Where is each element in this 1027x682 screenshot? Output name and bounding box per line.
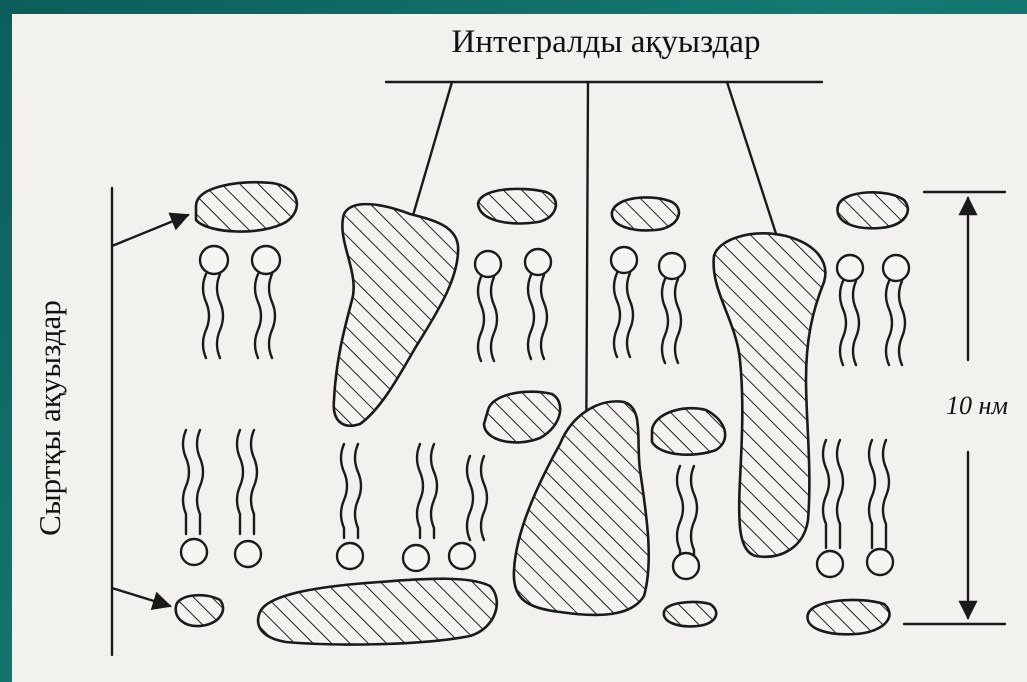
phospholipid-top — [883, 255, 909, 365]
phospholipid-top — [837, 255, 863, 365]
phospholipid-top — [611, 247, 637, 357]
peripheral-protein — [258, 579, 497, 645]
peripheral-protein — [664, 602, 716, 626]
peripheral-arrow-bottom — [112, 588, 170, 606]
thickness-label: 10 нм — [946, 391, 1008, 420]
phospholipid-top — [525, 249, 551, 359]
peripheral-protein — [837, 192, 907, 228]
peripheral-protein — [478, 189, 556, 224]
phospholipid-bottom — [403, 444, 437, 571]
peripheral-proteins-label: Сыртқы ақуыздар — [32, 300, 67, 536]
integral-proteins-label: Интегралды ақуыздар — [452, 24, 761, 60]
phospholipid-bottom — [867, 440, 893, 575]
phospholipid-bottom — [181, 430, 207, 565]
peripheral-protein — [612, 197, 679, 230]
peripheral-protein — [652, 408, 725, 454]
peripheral-protein — [196, 182, 297, 231]
phospholipid-top — [659, 253, 685, 363]
phospholipid-bottom — [673, 466, 699, 579]
phospholipid-bottom — [337, 444, 363, 569]
peripheral-protein — [176, 595, 223, 626]
peripheral-protein — [484, 392, 560, 443]
phospholipid-top — [475, 251, 501, 361]
integral-protein — [334, 204, 458, 426]
peripheral-arrow-top — [112, 215, 188, 246]
integral-protein — [714, 233, 826, 556]
phospholipid-bottom — [449, 456, 487, 569]
peripheral-protein — [808, 600, 890, 634]
phospholipid-top — [200, 246, 228, 358]
phospholipid-bottom — [817, 440, 843, 577]
phospholipid-bottom — [235, 430, 261, 567]
phospholipid-top — [252, 246, 280, 358]
